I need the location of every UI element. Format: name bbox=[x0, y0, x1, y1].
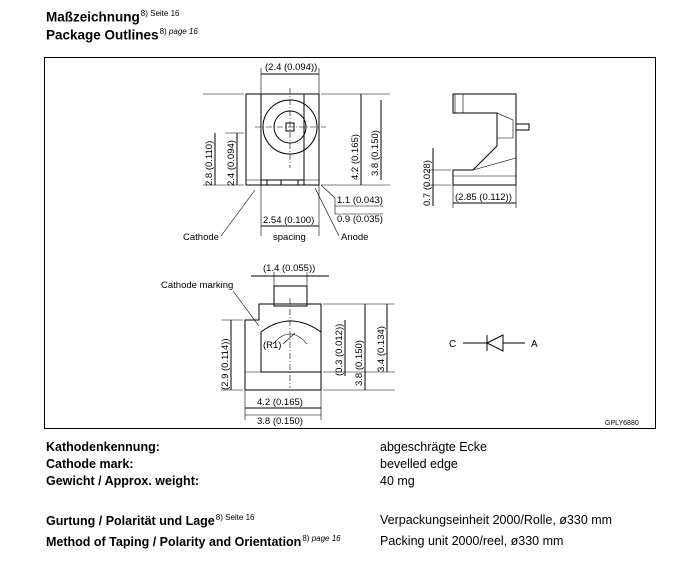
diode-label-cathode: C bbox=[449, 339, 456, 350]
top-view-dim-left-inner: 2.4 (0.094) bbox=[226, 140, 237, 186]
spec-label-kathodenkennung: Kathodenkennung: bbox=[46, 440, 160, 454]
taping-label-de-reference: 8) Seite 16 bbox=[215, 513, 255, 522]
title-de: Maßzeichnung8) Seite 16 bbox=[46, 9, 179, 25]
bottom-view-body bbox=[244, 303, 322, 391]
side-view: 0.7 (0.028) (2.85 (0.112)) bbox=[422, 93, 530, 208]
side-view-dim-width: (2.85 (0.112)) bbox=[455, 192, 512, 203]
bottom-view-dim-width-inner: 3.8 (0.150) bbox=[257, 416, 303, 427]
bottom-view-dim-width-outer: 4.2 (0.165) bbox=[257, 397, 303, 408]
title-de-reference: 8) Seite 16 bbox=[140, 9, 180, 18]
top-view-dim-left-outer: 2.8 (0.110) bbox=[204, 141, 215, 186]
taping-label-en-reference: 8) page 16 bbox=[302, 534, 341, 543]
top-view-dim-top: (2.4 (0.094)) bbox=[265, 62, 317, 73]
top-view-dim-right-inner: 3.8 (0.150) bbox=[370, 130, 381, 176]
side-view-body bbox=[452, 93, 517, 186]
taping-value-en: Packing unit 2000/reel, ø330 mm bbox=[380, 534, 564, 548]
top-view: (2.4 (0.094)) 2.8 (0.110) 2.4 (0.094) 4.… bbox=[183, 62, 390, 243]
top-view-dim-anode-1: 1.1 (0.043) bbox=[337, 195, 383, 206]
outline-svg: (2.4 (0.094)) 2.8 (0.110) 2.4 (0.094) 4.… bbox=[161, 62, 639, 427]
bottom-view-dim-right-1: (0.3 (0.012)) bbox=[334, 324, 345, 376]
bottom-view: Cathode marking (R1) (1.4 (0.055)) (2.9 … bbox=[161, 263, 395, 427]
spec-value-kathodenkennung: abgeschrägte Ecke bbox=[380, 440, 488, 454]
bottom-view-tab bbox=[273, 285, 308, 307]
bottom-view-label-cathode-marking: Cathode marking bbox=[161, 280, 233, 291]
bottom-view-dim-right-3: 3.4 (0.134) bbox=[376, 326, 387, 372]
spec-value-cathode-mark: bevelled edge bbox=[380, 457, 458, 471]
top-view-body bbox=[245, 93, 320, 186]
taping-value-de: Verpackungseinheit 2000/Rolle, ø330 mm bbox=[380, 513, 613, 527]
title-en-reference: 8) page 16 bbox=[159, 27, 198, 36]
spec-value-weight: 40 mg bbox=[380, 474, 415, 488]
bottom-view-dim-top: (1.4 (0.055)) bbox=[263, 263, 315, 274]
title-de-text: Maßzeichnung bbox=[46, 9, 140, 25]
bottom-view-dim-left: (2.9 (0.114)) bbox=[220, 338, 231, 390]
bottom-view-dome bbox=[260, 320, 322, 373]
top-view-dim-anode-2: 0.9 (0.035) bbox=[337, 214, 383, 225]
taping-label-en: Method of Taping / Polarity and Orientat… bbox=[46, 534, 341, 550]
spec-label-cathode-mark: Cathode mark: bbox=[46, 457, 134, 471]
drawing-id: GPLY6880 bbox=[605, 420, 639, 427]
top-view-dim-spacing: 2.54 (0.100) bbox=[263, 215, 314, 226]
package-outline-drawing: (2.4 (0.094)) 2.8 (0.110) 2.4 (0.094) 4.… bbox=[44, 57, 656, 429]
bottom-view-dim-right-2: 3.8 (0.150) bbox=[354, 340, 365, 386]
side-view-dim-height: 0.7 (0.028) bbox=[422, 160, 433, 206]
top-view-dim-right-outer: 4.2 (0.165) bbox=[350, 134, 361, 180]
top-view-label-spacing: spacing bbox=[273, 232, 306, 243]
diode-symbol: C A bbox=[449, 334, 538, 352]
title-en: Package Outlines8) page 16 bbox=[46, 27, 198, 43]
taping-label-de: Gurtung / Polarität und Lage8) Seite 16 bbox=[46, 513, 255, 529]
top-view-label-cathode: Cathode bbox=[183, 232, 219, 243]
bottom-view-label-radius: (R1) bbox=[263, 340, 281, 351]
top-view-label-anode: Anode bbox=[341, 232, 368, 243]
title-en-text: Package Outlines bbox=[46, 27, 159, 43]
spec-label-weight: Gewicht / Approx. weight: bbox=[46, 474, 200, 488]
diode-label-anode: A bbox=[531, 339, 538, 350]
top-view-inner-frame bbox=[260, 93, 305, 181]
